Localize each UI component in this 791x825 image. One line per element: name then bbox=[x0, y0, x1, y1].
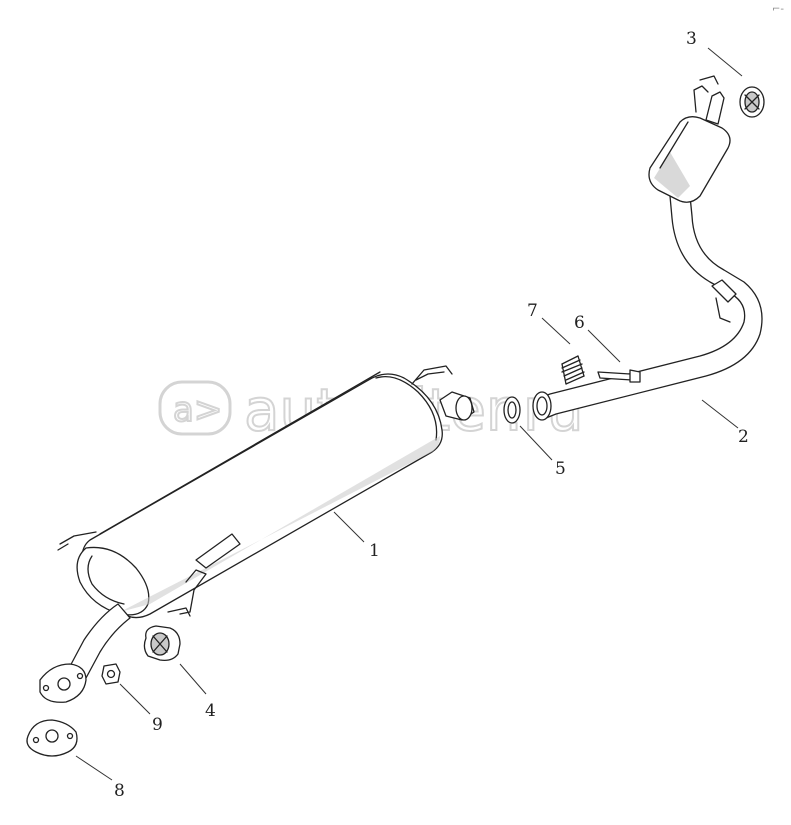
nut bbox=[101, 663, 121, 685]
callout-5: 5 bbox=[555, 459, 566, 479]
leader-7 bbox=[541, 317, 571, 345]
callout-8: 8 bbox=[114, 781, 125, 801]
gasket bbox=[26, 719, 78, 757]
rubber-hanger-3 bbox=[739, 86, 765, 118]
leader-2 bbox=[701, 399, 739, 429]
leader-3 bbox=[707, 47, 743, 77]
leader-4 bbox=[179, 663, 207, 695]
callout-2: 2 bbox=[738, 427, 749, 447]
leader-6 bbox=[587, 329, 621, 363]
callout-4: 4 bbox=[205, 701, 216, 721]
leader-lines bbox=[75, 47, 743, 781]
leader-5 bbox=[519, 425, 553, 461]
bolt bbox=[597, 369, 641, 383]
spring bbox=[561, 355, 585, 385]
leader-9 bbox=[119, 683, 151, 715]
autopiter-logo-icon bbox=[158, 380, 232, 436]
corner-mark: ⌐- bbox=[772, 4, 784, 15]
leader-8 bbox=[75, 755, 113, 781]
front-exhaust-pipe bbox=[532, 75, 763, 421]
rear-muffler bbox=[39, 365, 475, 703]
callouts: 3 2 7 6 5 1 4 9 8 bbox=[114, 29, 749, 801]
callout-9: 9 bbox=[152, 715, 163, 735]
sealing-ring bbox=[503, 396, 521, 424]
callout-6: 6 bbox=[574, 313, 585, 333]
logo-glyph: a> bbox=[173, 390, 222, 430]
leader-1 bbox=[333, 511, 365, 543]
rubber-hanger-4 bbox=[143, 625, 181, 662]
callout-3: 3 bbox=[686, 29, 697, 49]
callout-7: 7 bbox=[527, 301, 538, 321]
callout-1: 1 bbox=[369, 541, 380, 561]
